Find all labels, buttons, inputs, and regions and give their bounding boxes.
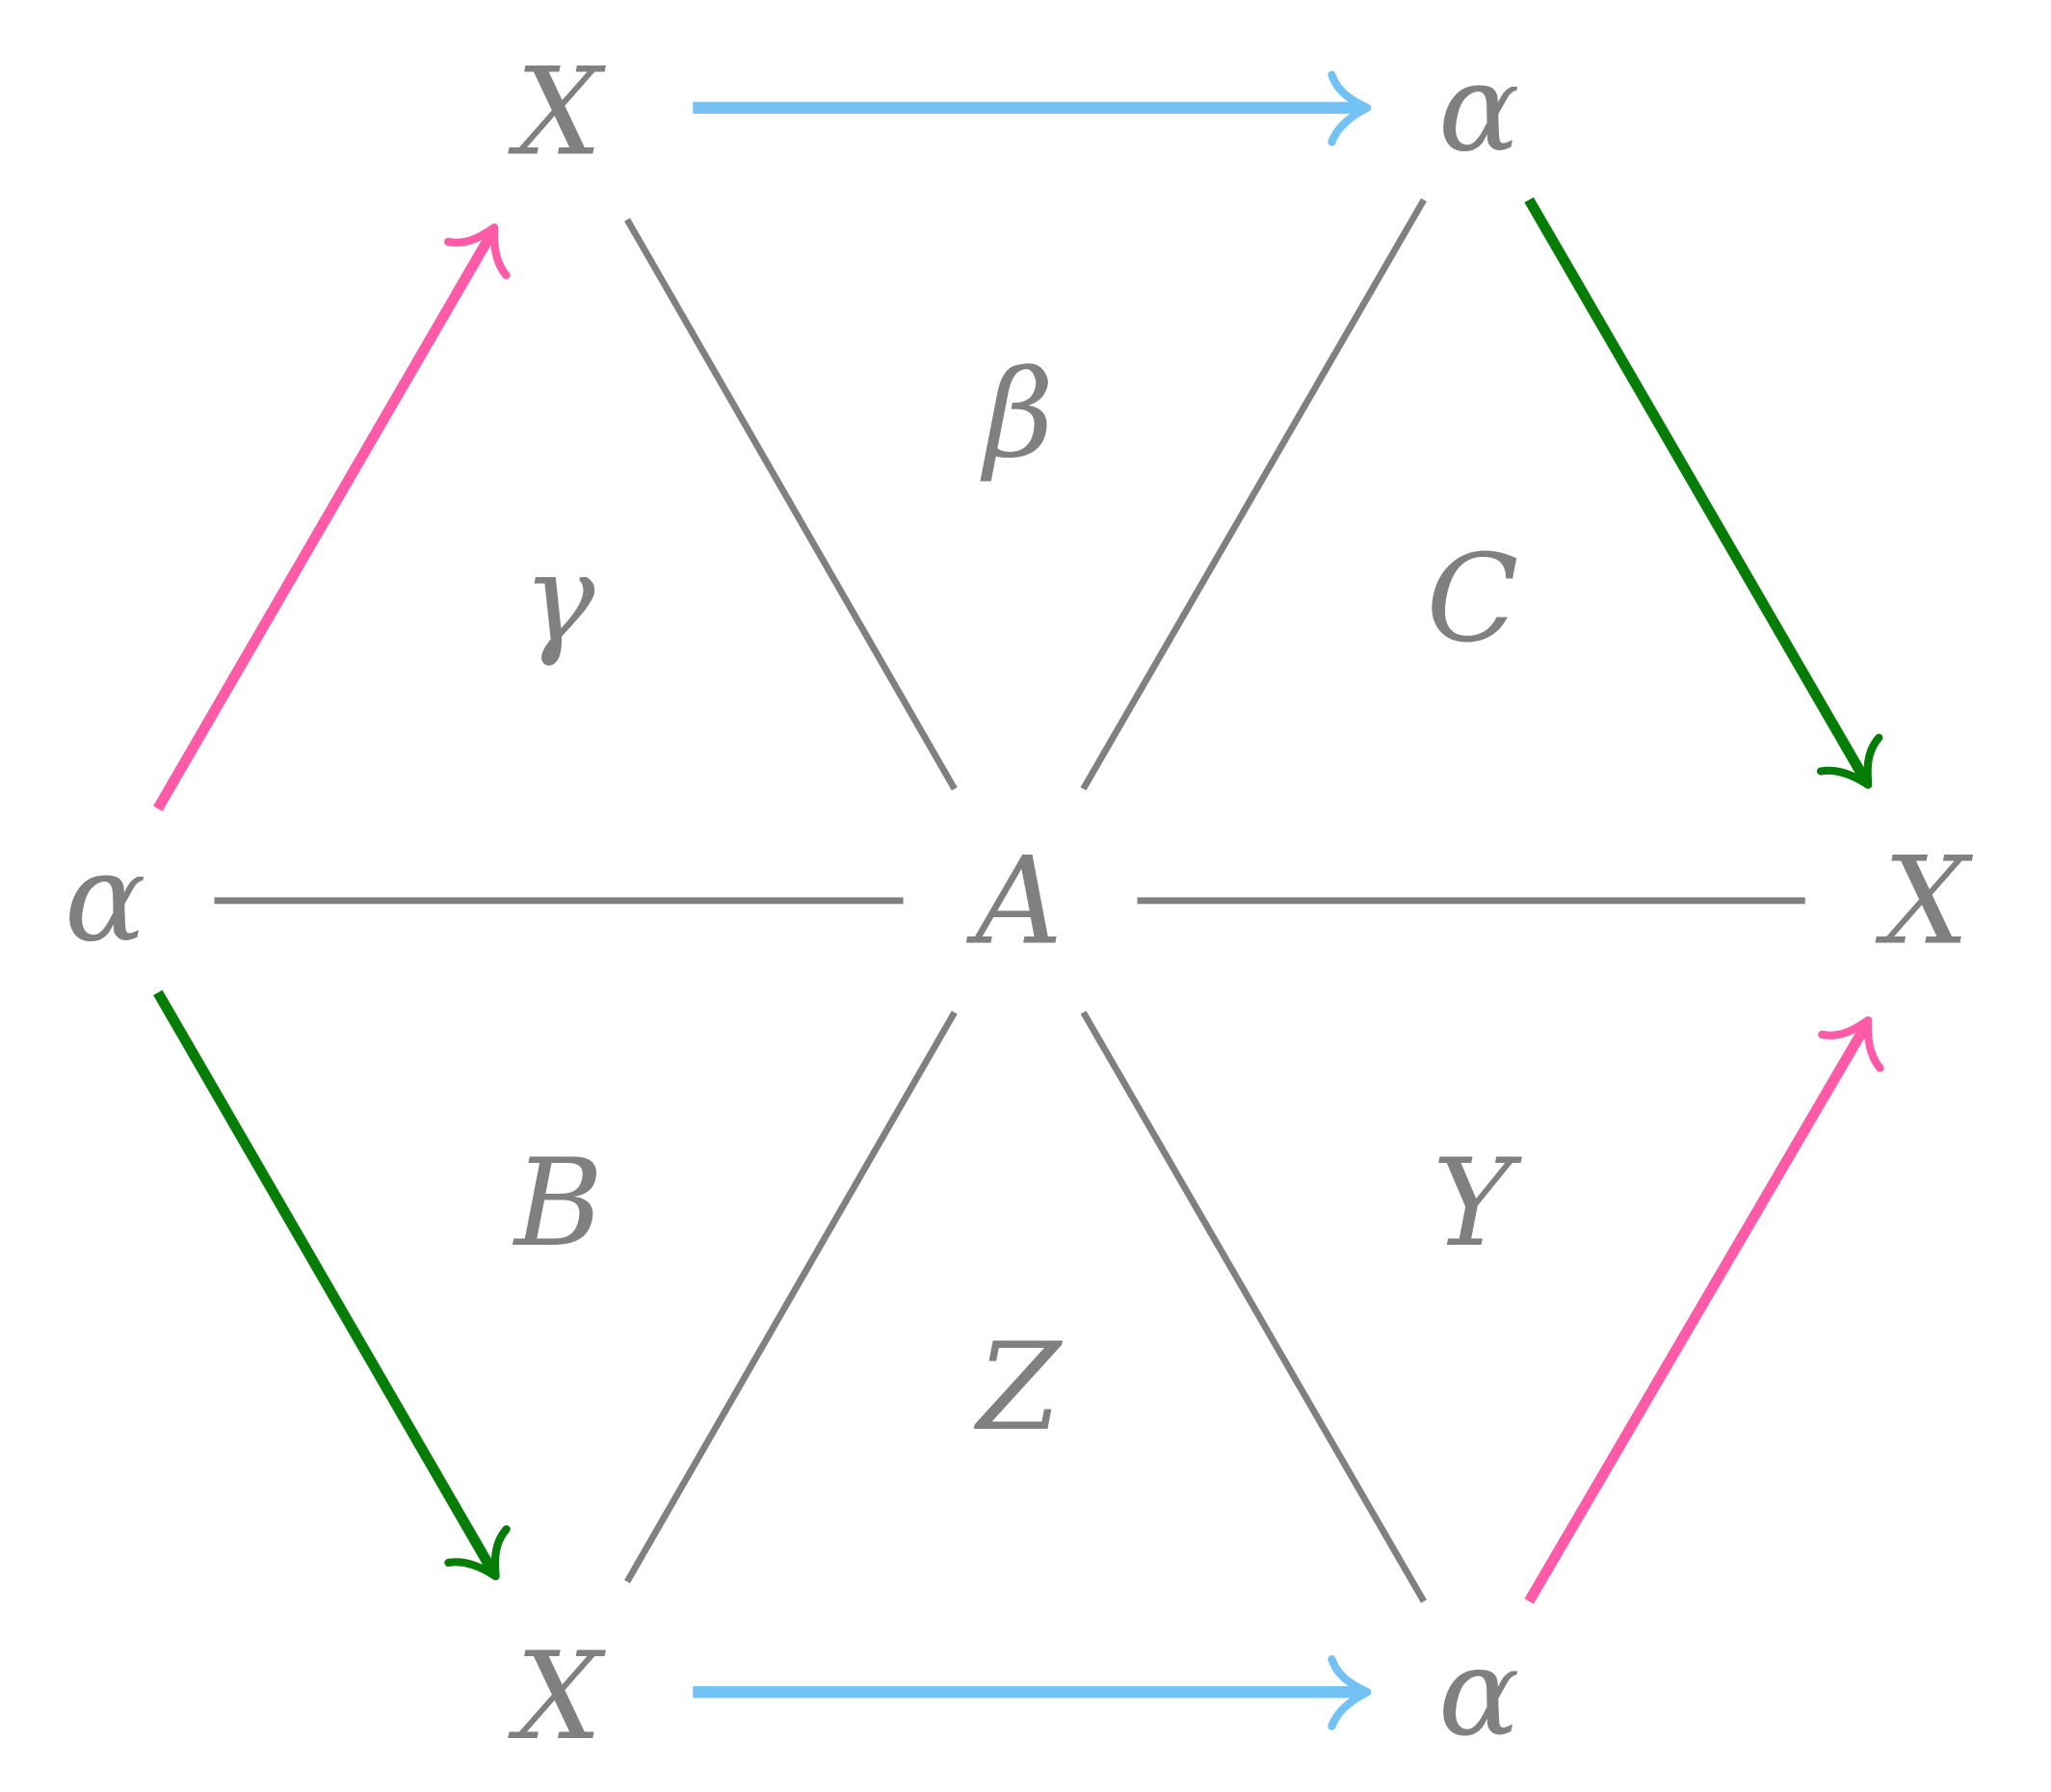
face-bottom: Z	[973, 1316, 1063, 1458]
green-arrow-right	[1524, 197, 1883, 789]
face-lower-left: B	[513, 1132, 603, 1274]
face-lower-right: Y	[1433, 1132, 1522, 1274]
face-upper-right: C	[1426, 527, 1518, 669]
edge-topright-center	[1080, 198, 1427, 791]
node-top-right: α	[1438, 37, 1520, 178]
blue-arrow-bottom	[693, 1655, 1372, 1730]
node-right: X	[1875, 830, 1974, 971]
edge-center-bottomright	[1080, 1011, 1427, 1603]
node-top-left: X	[507, 40, 606, 182]
node-bottom-right: α	[1438, 1621, 1520, 1763]
green-arrow-left	[153, 989, 511, 1581]
blue-arrow-top	[693, 70, 1372, 146]
face-top: β	[980, 343, 1054, 485]
edge-topleft-center	[624, 218, 958, 791]
pink-arrow-right	[1524, 1015, 1884, 1604]
node-center: A	[965, 830, 1063, 971]
node-bottom-left: X	[507, 1625, 606, 1767]
edge-center-bottomleft	[624, 1011, 958, 1584]
pink-arrow-left	[153, 223, 511, 811]
node-left: α	[65, 828, 146, 969]
face-upper-left: γ	[523, 527, 596, 669]
